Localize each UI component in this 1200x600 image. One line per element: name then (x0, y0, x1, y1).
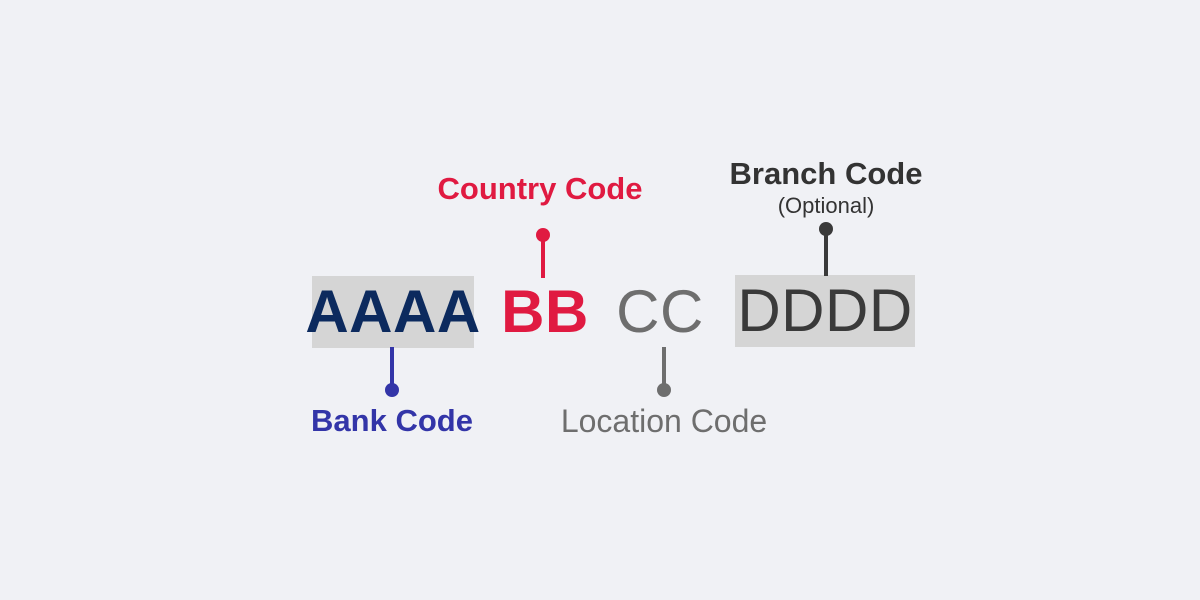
connector-dot (536, 228, 550, 242)
label-bank-code-title: Bank Code (311, 403, 473, 438)
label-location-code-title: Location Code (560, 403, 768, 439)
connector-dot (819, 222, 833, 236)
code-segment-bank: AAAA (305, 276, 480, 348)
connector-line (390, 347, 394, 391)
code-segment-country: BB (500, 276, 590, 348)
code-segment-country-text: BB (501, 278, 589, 345)
label-branch-code-subtitle: (Optional) (777, 193, 875, 218)
code-segment-location: CC (610, 276, 710, 348)
code-segment-row: AAAA BB CC DDDD (0, 268, 1200, 356)
label-location-code: Location Code (522, 402, 806, 440)
connector-line (824, 228, 828, 276)
label-branch-code-title: Branch Code (729, 156, 923, 191)
connector-dot (385, 383, 399, 397)
connector-dot (657, 383, 671, 397)
code-segment-bank-text: AAAA (305, 278, 481, 345)
label-country-code-title: Country Code (437, 171, 643, 206)
code-segment-location-text: CC (616, 278, 704, 345)
label-branch-code: Branch Code (Optional) (686, 155, 966, 219)
code-segment-branch-text: DDDD (737, 277, 913, 344)
connector-line (662, 347, 666, 391)
label-country-code: Country Code (380, 170, 700, 208)
connector-line (541, 234, 545, 278)
label-bank-code: Bank Code (272, 402, 512, 440)
code-segment-branch: DDDD (735, 275, 915, 347)
